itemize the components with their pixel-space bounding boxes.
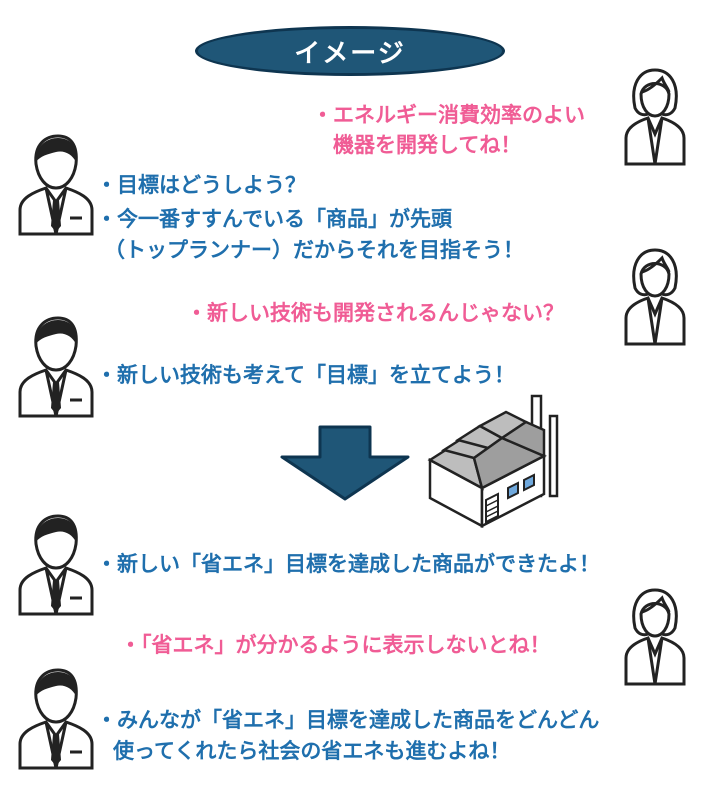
woman-speech-1-line-1: ・エネルギー消費効率のよい: [312, 103, 585, 127]
man-icon: [18, 316, 94, 418]
woman-speech-3-line-1: ・「省エネ」が分かるように表示しないとね！: [120, 633, 551, 657]
arrow-down-icon: [280, 425, 410, 501]
man-speech-4-line-2: 使ってくれたら社会の省エネも進むよね！: [113, 739, 511, 763]
title-badge: イメージ: [195, 26, 505, 76]
title-text: イメージ: [294, 38, 406, 69]
man-speech-1-line-1: ・目標はどうしよう？: [96, 173, 306, 197]
man-icon: [18, 668, 94, 770]
woman-icon: [624, 588, 686, 686]
woman-icon: [624, 68, 686, 166]
woman-icon: [624, 248, 686, 346]
woman-speech-2-line-1: ・新しい技術も開発されるんじゃない？: [186, 301, 564, 325]
woman-speech-1-line-2: 機器を開発してね！: [333, 133, 522, 157]
man-speech-1-line-2: ・今一番すすんでいる「商品」が先頭: [96, 207, 452, 231]
man-speech-1-line-3: （トップランナー）だからそれを目指そう！: [104, 238, 524, 262]
man-speech-2-line-1: ・新しい技術も考えて「目標」を立てよう！: [96, 363, 515, 387]
man-speech-3-line-1: ・新しい「省エネ」目標を達成した商品ができたよ！: [96, 552, 600, 576]
man-icon: [18, 134, 94, 236]
man-speech-4-line-1: ・みんなが「省エネ」目標を達成した商品をどんどん: [96, 708, 600, 732]
man-icon: [18, 514, 94, 616]
factory-icon: [427, 394, 559, 529]
